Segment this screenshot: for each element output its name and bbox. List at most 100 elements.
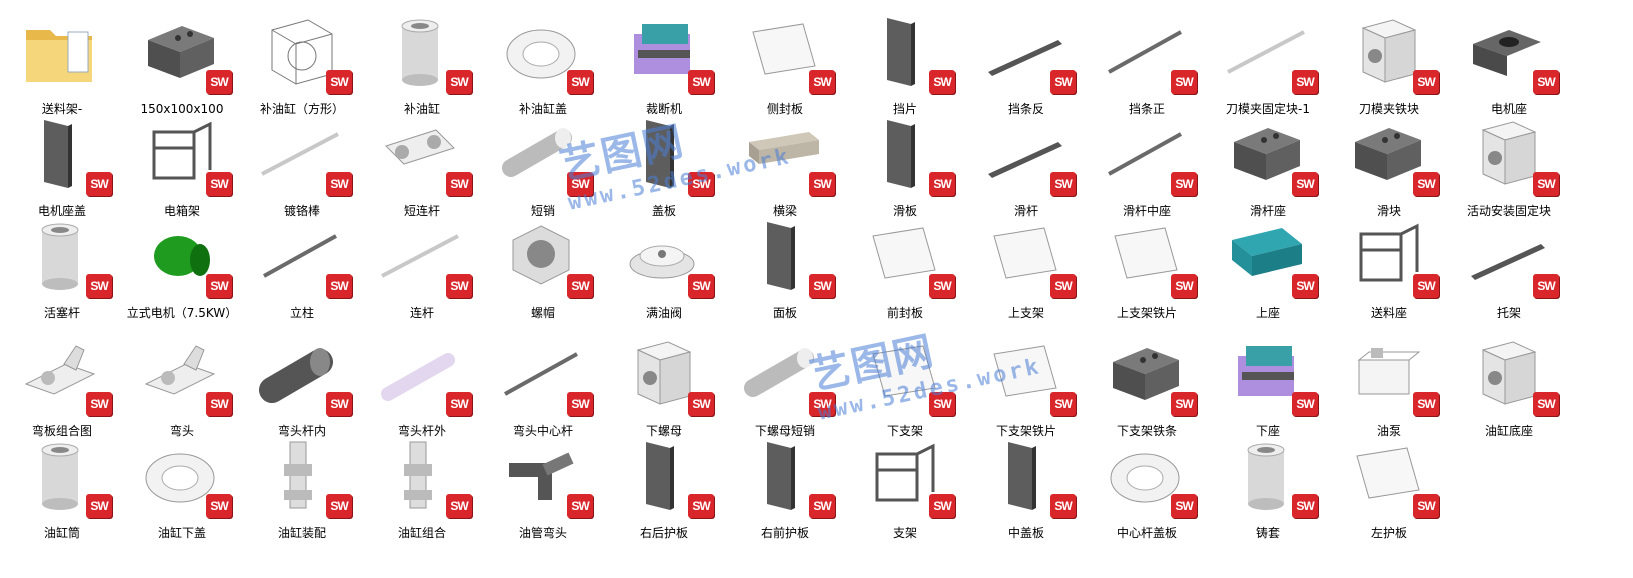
- file-name-label: 150x100x100: [140, 102, 224, 116]
- file-name-label: 弯头中心杆: [512, 424, 573, 438]
- plate-dark-icon: [18, 112, 102, 196]
- solidworks-badge-icon: SW: [1533, 274, 1559, 298]
- solidworks-badge-icon: SW: [688, 70, 714, 94]
- cylinder-part-icon: [378, 10, 462, 94]
- block-part-icon: [1345, 112, 1429, 196]
- file-name-label: 活动安装固定块: [1466, 204, 1551, 218]
- file-name-label: 弯头杆内: [277, 424, 326, 438]
- file-item[interactable]: 送料架-: [0, 4, 124, 122]
- solidworks-badge-icon: SW: [567, 494, 593, 518]
- solidworks-badge-icon: SW: [929, 70, 955, 94]
- block-white-icon: [1345, 10, 1429, 94]
- file-name-label: 活塞杆: [43, 306, 80, 320]
- solidworks-badge-icon: SW: [567, 70, 593, 94]
- folder-icon: [18, 10, 102, 94]
- solidworks-badge-icon: SW: [929, 494, 955, 518]
- block-part-icon: [1224, 112, 1308, 196]
- solidworks-badge-icon: SW: [1413, 70, 1439, 94]
- solidworks-badge-icon: SW: [1292, 172, 1318, 196]
- file-name-label: 上座: [1255, 306, 1280, 320]
- file-name-label: 中心杆盖板: [1116, 526, 1177, 540]
- pump-icon: [1345, 332, 1429, 416]
- file-name-label: 螺帽: [530, 306, 555, 320]
- file-item[interactable]: SW 刀模夹铁块: [1327, 4, 1451, 122]
- file-name-label: 刀模夹固定块-1: [1226, 102, 1310, 116]
- plate-dark-icon: [861, 112, 945, 196]
- file-name-label: 刀模夹铁块: [1358, 102, 1419, 116]
- solidworks-badge-icon: SW: [206, 392, 232, 416]
- pin-icon: [499, 112, 583, 196]
- solidworks-badge-icon: SW: [809, 274, 835, 298]
- file-name-label: 油管弯头: [518, 526, 567, 540]
- bracket-icon: [18, 332, 102, 416]
- bar-icon: [982, 112, 1066, 196]
- solidworks-badge-icon: SW: [688, 274, 714, 298]
- bracket-icon: [138, 332, 222, 416]
- file-name-label: 补油缸盖: [518, 102, 567, 116]
- solidworks-badge-icon: SW: [206, 494, 232, 518]
